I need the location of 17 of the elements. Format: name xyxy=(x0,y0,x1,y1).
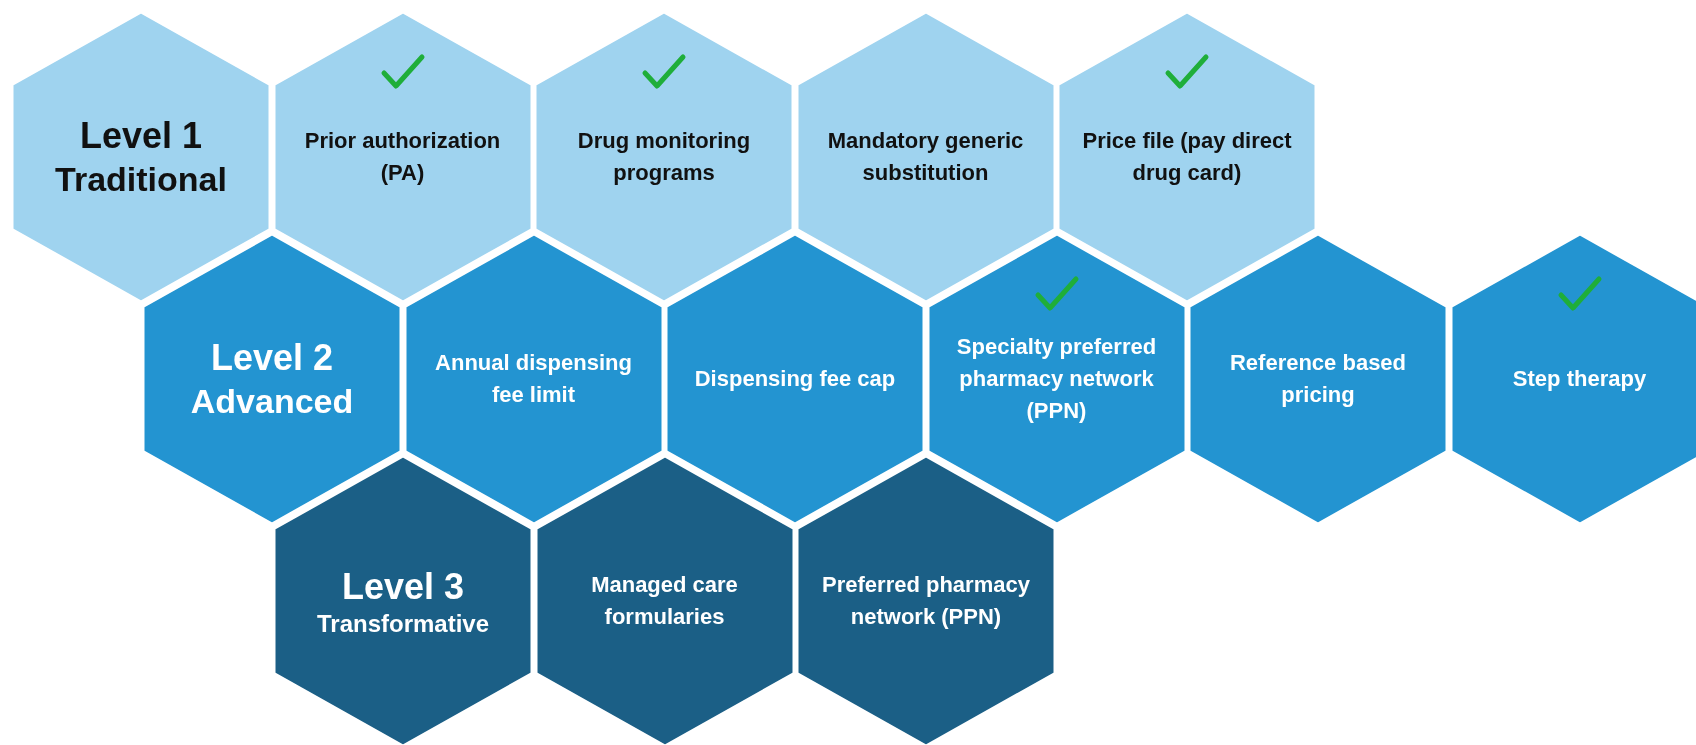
tile-label: Preferred pharmacy network (PPN) xyxy=(821,571,1031,631)
tile-label: Mandatory generic substitution xyxy=(826,127,1025,187)
level-heading: Traditional xyxy=(55,159,227,201)
tile-label: Specialty preferred pharmacy network (PPN) xyxy=(955,333,1158,425)
tile-label: Step therapy xyxy=(1512,365,1647,394)
tile-label: Drug monitoring programs xyxy=(576,127,752,187)
tile-label: Annual dispensing fee limit xyxy=(434,349,633,409)
level-heading: Advanced xyxy=(190,381,354,423)
level-heading: Level 1 xyxy=(79,114,203,159)
tile-label: Prior authorization (PA) xyxy=(303,127,502,187)
tile-label: Reference based pricing xyxy=(1228,349,1408,409)
level-heading: Transformative xyxy=(316,608,490,639)
tile-label: Managed care formularies xyxy=(590,571,739,631)
tile-label: Price file (pay direct drug card) xyxy=(1081,127,1293,187)
tile-label: Dispensing fee cap xyxy=(694,365,896,394)
level-heading: Level 3 xyxy=(341,564,465,609)
level-heading: Level 2 xyxy=(210,336,334,381)
